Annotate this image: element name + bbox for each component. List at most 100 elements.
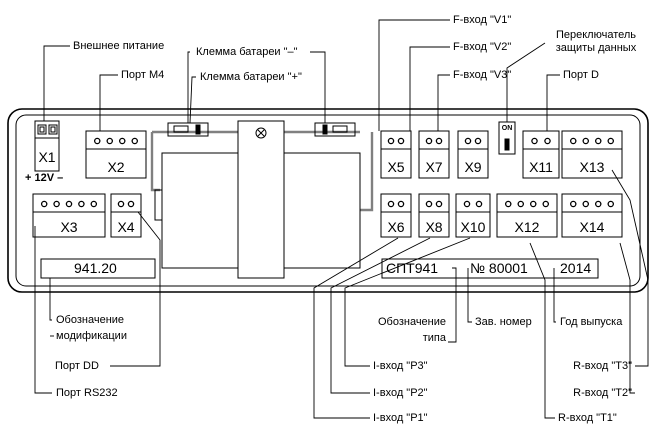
- pin-x12-1: [504, 200, 512, 208]
- terminal-body-x6: [380, 193, 412, 238]
- connector-x11[interactable]: X11: [529, 159, 553, 175]
- connector-x3[interactable]: X3: [60, 219, 78, 235]
- pin-x14-3: [595, 200, 602, 208]
- pin-x10-1: [463, 200, 471, 208]
- port-m4-label: Порт М4: [121, 69, 165, 81]
- connector-x1[interactable]: X1: [38, 149, 56, 165]
- pin-x7-1: [425, 137, 433, 145]
- terminal-block-x11: [522, 130, 560, 179]
- type-caption-line2: типа: [422, 332, 446, 344]
- battery-clip: [237, 120, 285, 279]
- terminal-block-x8: [418, 193, 450, 238]
- switch-label-line1: Переключатель: [555, 29, 637, 41]
- port-dd-label: Порт DD: [55, 360, 99, 372]
- connector-x4[interactable]: X4: [117, 219, 135, 235]
- modification-caption-line1: Обозначение: [56, 314, 125, 326]
- terminal-block-x14: [561, 193, 623, 238]
- ext-power-label: Внешнее питание: [73, 40, 165, 52]
- terminal-body-x11: [522, 130, 560, 179]
- i-input-p3-label: I-вход "P3": [373, 360, 428, 372]
- connector-x7[interactable]: X7: [425, 159, 443, 175]
- pin-x8-1: [425, 200, 433, 208]
- pin-x8-2: [435, 200, 443, 208]
- connector-x2[interactable]: X2: [107, 159, 125, 175]
- pin-x13-4: [607, 137, 615, 145]
- serial-caption: Зав. номер: [475, 316, 532, 328]
- terminal-body-x4: [110, 193, 142, 238]
- pin-x12-2: [517, 200, 525, 208]
- pin-x3-2: [53, 200, 60, 208]
- connector-x10[interactable]: X10: [460, 219, 486, 235]
- terminal-body-x5: [380, 130, 412, 179]
- pin-x3-1: [40, 200, 48, 208]
- terminal-block-x6: [380, 193, 412, 238]
- terminal-block-x7: [418, 130, 450, 179]
- pin-x5-1: [387, 137, 395, 145]
- switch-label-line2: защиты данных: [555, 42, 637, 54]
- pin-x1-2: [48, 124, 58, 135]
- f-input-v1-label: F-вход "V1": [453, 14, 512, 26]
- terminal-block-x2: [85, 130, 147, 179]
- modification-caption: Обозначение модификации: [56, 314, 127, 343]
- voltage-label: + 12V –: [25, 172, 64, 184]
- type-caption-line1: Обозначение: [377, 316, 446, 328]
- battery-plus-label: Клемма батареи "+": [200, 71, 302, 83]
- battery-minus-label: Клемма батареи "–": [196, 46, 298, 58]
- board-inner-outline: [15, 114, 641, 287]
- pin-x3-5: [90, 200, 98, 208]
- connector-x9[interactable]: X9: [464, 159, 482, 175]
- pin-x12-4: [542, 200, 550, 208]
- pin-x13-1: [570, 137, 577, 145]
- pin-x13-2: [582, 137, 590, 145]
- connector-x14[interactable]: X14: [579, 219, 605, 235]
- pin-x6-2: [397, 200, 405, 208]
- terminal-block-x5: [380, 130, 412, 179]
- connector-x13[interactable]: X13: [579, 159, 605, 175]
- r-input-t2-label: R-вход "T2": [573, 387, 632, 399]
- year-caption: Год выпуска: [560, 316, 623, 328]
- pin-inner-x1-1: [39, 126, 45, 133]
- connector-x8[interactable]: X8: [425, 219, 443, 235]
- pin-x2-1: [94, 137, 101, 145]
- pin-x14-1: [570, 200, 577, 208]
- f-input-v3-label: F-вход "V3": [453, 69, 512, 81]
- pin-x14-4: [607, 200, 615, 208]
- pin-x10-2: [475, 200, 483, 208]
- port-rs232-label: Порт RS232: [56, 387, 118, 399]
- modification-value: 941.20: [74, 260, 117, 276]
- terminal-block-x1: [34, 120, 60, 172]
- switch-on-label: ON: [501, 125, 513, 132]
- pin-x9-1: [464, 137, 472, 145]
- pin-x3-3: [65, 200, 73, 208]
- pin-x2-2: [106, 137, 114, 145]
- pin-x14-2: [582, 200, 590, 208]
- connector-x12[interactable]: X12: [514, 219, 540, 235]
- type-value: СПТ941: [386, 260, 439, 276]
- pin-x3-4: [78, 200, 85, 208]
- board-outline: [7, 108, 649, 293]
- pin-x7-2: [435, 137, 443, 145]
- pin-x2-4: [131, 137, 138, 145]
- year-value: 2014: [560, 260, 592, 276]
- pin-x1-1: [37, 124, 47, 135]
- connector-x5[interactable]: X5: [387, 159, 405, 175]
- pin-x5-2: [397, 137, 405, 145]
- f-input-v2-label: F-вход "V2": [453, 41, 512, 53]
- data-protection-switch-label: Переключатель защиты данных: [541, 29, 651, 55]
- terminal-body-x7: [418, 130, 450, 179]
- nameplate-box: [381, 258, 599, 279]
- pin-x9-2: [474, 137, 482, 145]
- pin-x13-3: [595, 137, 602, 145]
- pin-x4-2: [127, 200, 135, 208]
- pin-x11-1: [531, 137, 538, 145]
- pin-x6-1: [387, 200, 395, 208]
- i-input-p2-label: I-вход "P2": [373, 387, 428, 399]
- terminal-block-x12: [496, 193, 558, 238]
- connector-x6[interactable]: X6: [387, 219, 405, 235]
- modification-box: [40, 258, 156, 279]
- terminal-body-x8: [418, 193, 450, 238]
- battery-terminal-plus: [314, 122, 356, 137]
- r-input-t3-label: R-вход "T3": [573, 360, 632, 372]
- battery-screw: [255, 127, 267, 139]
